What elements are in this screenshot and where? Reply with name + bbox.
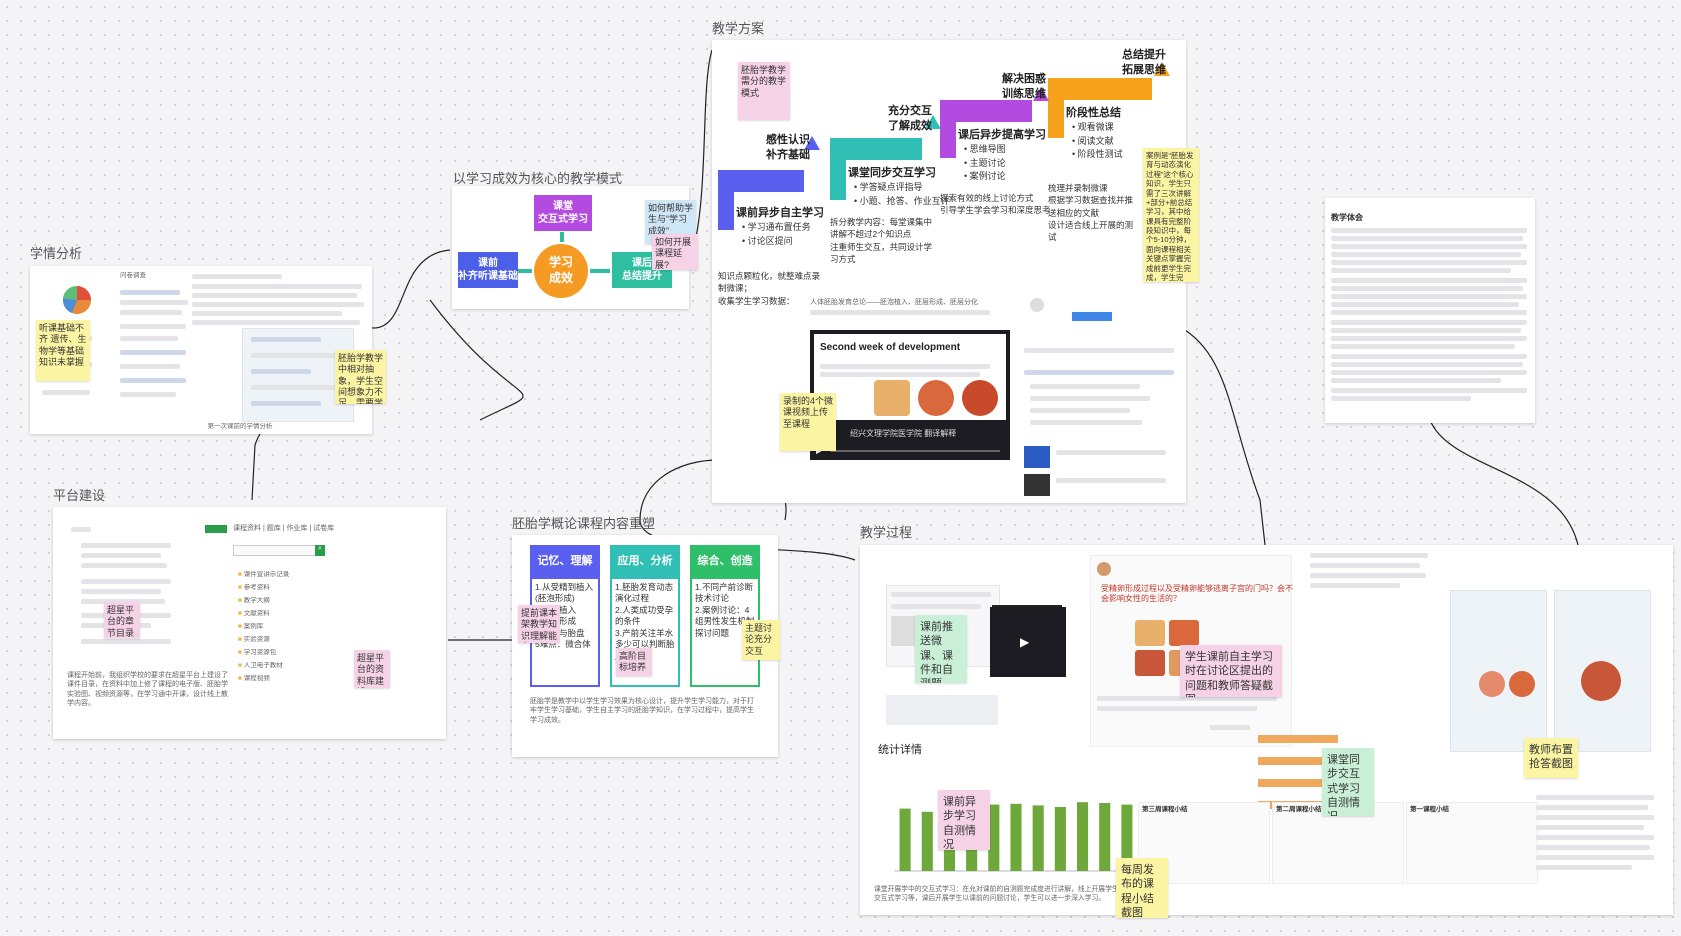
plan-step-4: 总结提升 拓展思维: [1122, 49, 1166, 76]
bar-10: [1121, 804, 1133, 871]
plan-desc-1: 知识点颗粒化，就整难点录制微课； 收集学生学习数据：: [718, 271, 821, 306]
plan-desc-2: 拆分教学内容：每堂课集中讲解不超过2个知识点 注重师生交互，共同设计学习方式: [830, 217, 933, 264]
platform-caption: 课程开始前，我组织学校的要求在超星平台上建设了课件目录，在资料中加上修了课程的电…: [67, 672, 228, 708]
pie-chart-icon: [36, 270, 118, 330]
platform-tabs[interactable]: 课程资料 | 题库 | 作业库 | 试卷库: [233, 525, 335, 532]
plan-phase-1-title: 课前异步自主学习: [736, 207, 824, 219]
plan-phase-4-items: 观看微课阅读文献阶段性测试: [1072, 121, 1123, 162]
bar-6: [1032, 805, 1044, 871]
plan-phase-4-title: 阶段性总结: [1066, 107, 1121, 119]
plan-desc-3: 探索有效的线上讨论方式 引导学生学会学习和深度思考: [940, 193, 1051, 216]
play-icon[interactable]: ▶: [1020, 635, 1030, 649]
mode-left-block: 课前 补齐听课基础: [458, 252, 518, 288]
sticky-note-sync[interactable]: 课堂同步交互式学习自测情况: [1322, 748, 1374, 816]
plan-step-3: 解决困惑 训练思维: [1002, 73, 1046, 100]
course-page-title: 人体胚胎发育总论——胚泡植入、胚层形成、胚层分化: [810, 299, 978, 306]
weekly-summary-3: 第一课程小结: [1406, 802, 1538, 884]
sticky-note-discussion[interactable]: 学生课前自主学习时在讨论区提出的问题和教师答疑截图: [1180, 645, 1282, 697]
section-label-student-analysis: 学情分析: [30, 246, 83, 261]
plan-step-2: 充分交互 了解成效: [888, 105, 932, 132]
sticky-note-rebuild-3[interactable]: 主题讨论充分交互: [742, 620, 780, 660]
process-right-paragraph: [1536, 795, 1656, 895]
stats-title: 统计详情: [878, 744, 922, 756]
analysis-caption: 第一次课前的学情分析: [207, 423, 273, 430]
section-label-teaching-process: 教学过程: [860, 525, 913, 540]
course-sidebar: [1024, 296, 1180, 496]
reflection-title: 教学体会: [1331, 213, 1363, 222]
section-label-teaching-plan: 教学方案: [712, 21, 765, 36]
plan-phase-3-title: 课后异步提高学习: [958, 129, 1046, 141]
mode-center-circle: 学习 成效: [534, 244, 588, 298]
rebuild-col-2-head: 应用、分析: [610, 545, 680, 577]
plan-phase-3-items: 思维导图主题讨论案例讨论: [964, 143, 1006, 184]
sticky-note-basis[interactable]: 听课基础不齐 遗传、生物学等基础知识未掌握: [36, 320, 90, 381]
sticky-note-pre[interactable]: 课前异步学习自测情况: [938, 790, 990, 850]
reflection-card[interactable]: 教学体会: [1325, 198, 1535, 423]
mode-arrows: [518, 232, 610, 273]
section-label-platform: 平台建设: [53, 488, 106, 503]
sticky-note-weekly[interactable]: 每周发布的课程小结截图: [1116, 858, 1168, 918]
platform-folder-list: ■ 课件宣讲示记录 ■ 参考资料 ■ 教学大纲 ■ 文献资料 ■ 案例库 ■ 实…: [238, 571, 290, 682]
bar-9: [1099, 803, 1111, 871]
bar-8: [1077, 802, 1089, 871]
search-icon[interactable]: ⌕: [315, 545, 325, 556]
chat-screenshot-1: [1450, 590, 1547, 752]
section-label-course-rebuild: 胚胎学概论课程内容重塑: [512, 516, 656, 531]
process-right-text: [1310, 553, 1430, 613]
sticky-note-rebuild-1[interactable]: 提前课本架教学知识理解能力: [518, 605, 560, 643]
bar-0: [899, 808, 911, 871]
video-thumbs: [886, 695, 998, 725]
sticky-note-plan-bottom[interactable]: 录制的4个微课视频上传至课程: [780, 393, 836, 451]
rebuild-col-3-head: 综合、创造: [690, 545, 760, 577]
bar-7: [1054, 807, 1066, 871]
video-slide-title: Second week of development: [820, 342, 961, 353]
sticky-note-push[interactable]: 课前推送微课、课件和自测题: [915, 615, 967, 683]
sticky-note-teacher[interactable]: 教师布置抢答截图: [1524, 738, 1578, 778]
plan-phase-2-items: 学答疑点评指导小题、抢答、作业互评: [854, 181, 950, 208]
plan-desc-4: 梳理并录制微课 根据学习数据查找并推送相应的文献 设计适合线上开展的测试: [1048, 183, 1134, 243]
sticky-note-library[interactable]: 超星平台的资料库建设: [354, 650, 390, 688]
mode-top-block: 课堂 交互式学习: [534, 195, 592, 231]
pre-class-bar-chart: [894, 802, 1144, 872]
plan-phase-1-items: 学习通布置任务讨论区提问: [742, 221, 811, 248]
teaching-process-card[interactable]: ▶ 受精卵形成过程以及受精卵能够逃离子宫的门吗？会不会影响女性的生活的？ 统计详…: [860, 545, 1673, 915]
micro-video[interactable]: ▶: [990, 607, 1066, 677]
plan-step-1: 感性认识 补齐基础: [766, 134, 810, 161]
questionnaire-title: 问卷调查: [120, 272, 146, 279]
chat-screenshot-2: [1554, 590, 1651, 752]
video-player[interactable]: Second week of development 绍兴文理学院医学院 翻译解…: [810, 330, 1010, 460]
platform-search-input[interactable]: [233, 545, 323, 556]
sticky-note-rebuild-2[interactable]: 高阶目标培养: [616, 648, 652, 676]
course-rebuild-card[interactable]: 记忆、理解 应用、分析 综合、创造 1.从受精到植入(胚泡形成) 2.胚泡植入 …: [512, 535, 778, 757]
bar-1: [921, 811, 933, 871]
sticky-note-plan-right[interactable]: 案例是“胚胎发育与动态演化过程”这个核心知识，学生只需了三次讲解+部分+前总结学…: [1143, 148, 1199, 282]
section-label-teaching-mode: 以学习成效为核心的教学模式: [453, 171, 623, 186]
sticky-note-plan-top[interactable]: 胚胎学教学需分的教学模式: [738, 62, 790, 120]
sticky-note-imagination[interactable]: 胚胎学教学中相对抽象，学生空间想象力不足，需要学习资源及交互答疑等支持: [335, 350, 386, 404]
bar-5: [1010, 803, 1022, 871]
staircase-diagram: [718, 62, 1170, 230]
platform-card[interactable]: 课程资料 | 题库 | 作业库 | 试卷库 ⌕ ■ 课件宣讲示记录 ■ 参考资料…: [53, 507, 446, 739]
sticky-note-mode-2[interactable]: 如何开展课程延展?: [652, 234, 698, 270]
discussion-question: 受精卵形成过程以及受精卵能够逃离子宫的门吗？会不会影响女性的生活的？: [1101, 584, 1293, 604]
process-caption: 课堂开展学中的交互式学习：在允对课前的自测题完成度进行讲解，线上开展学生同步交互…: [874, 886, 1133, 903]
rebuild-caption: 胚胎学是教学中以学生学习效果为核心设计，提升学生学习能力，对于打牢学生学习基础，…: [530, 698, 754, 724]
video-caption: 绍兴文理学院医学院 翻译解释: [850, 429, 957, 438]
plan-phase-2-title: 课堂同步交互学习: [848, 167, 936, 179]
bar-4: [988, 804, 1000, 871]
rebuild-col-1-head: 记忆、理解: [530, 545, 600, 577]
sticky-note-chapter[interactable]: 超星平台的章节目录建设: [104, 602, 140, 638]
